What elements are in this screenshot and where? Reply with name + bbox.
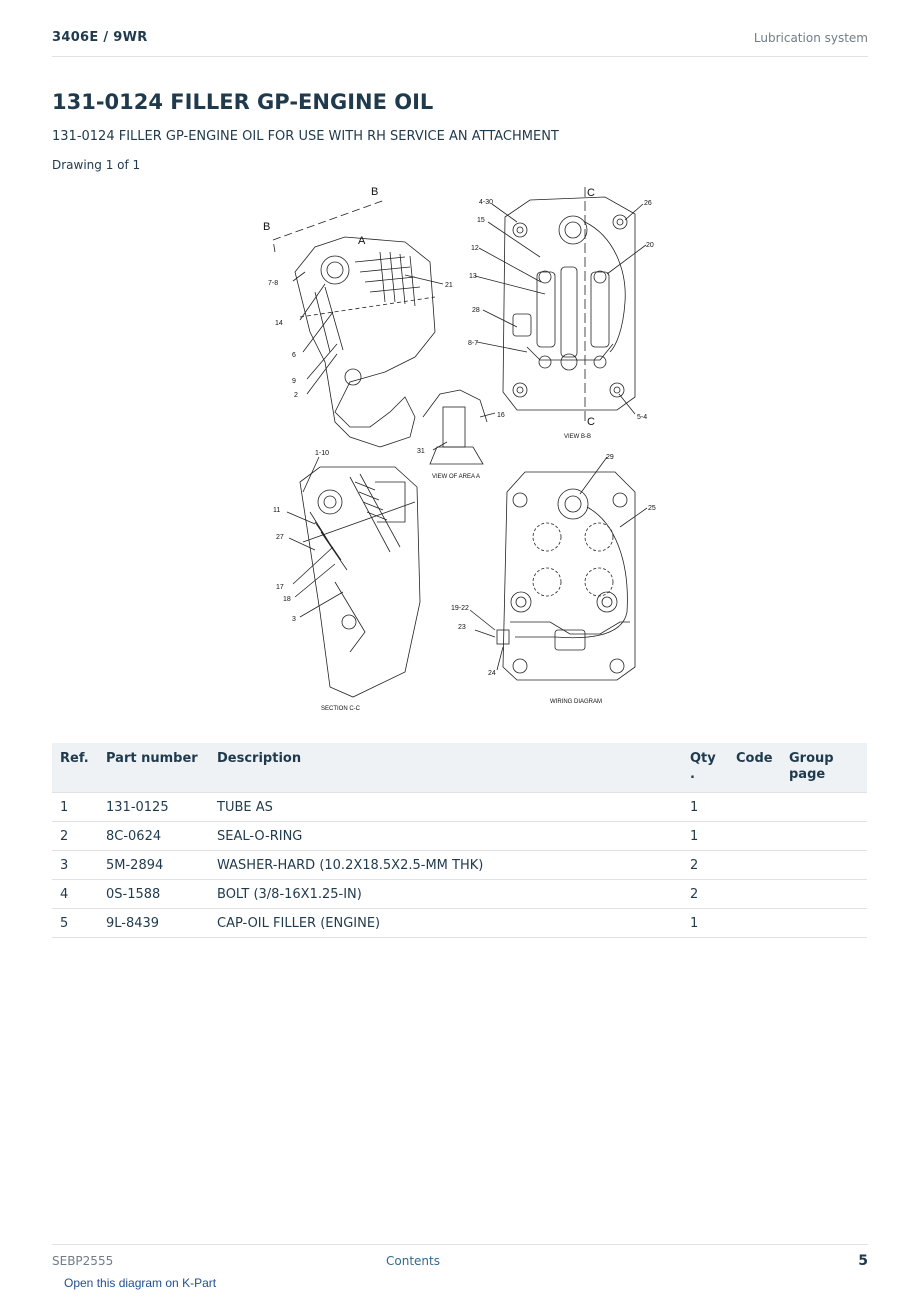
- callout-label: 27: [276, 534, 284, 541]
- callout-label: 9: [292, 378, 296, 385]
- section-label: Lubrication system: [753, 31, 868, 45]
- callout-label: 13: [469, 273, 477, 280]
- table-row: 4 0S-1588 BOLT (3/8-16X1.25-IN) 2: [52, 879, 867, 909]
- col-part-number-header: Part number: [98, 743, 209, 793]
- table-row: 3 5M-2894 WASHER-HARD (10.2X18.5X2.5-MM …: [52, 850, 867, 880]
- callout-label: 12: [471, 245, 479, 252]
- page-number: 5: [858, 1253, 868, 1269]
- callout-label: 24: [488, 670, 496, 677]
- cell-group-page: [781, 908, 867, 938]
- cell-description: CAP-OIL FILLER (ENGINE): [209, 908, 682, 938]
- table-row: 5 9L-8439 CAP-OIL FILLER (ENGINE) 1: [52, 908, 867, 938]
- callout-label: 7-8: [268, 280, 278, 287]
- contents-link[interactable]: Contents: [386, 1254, 440, 1268]
- callout-label: C: [587, 416, 595, 428]
- parts-table: Ref. Part number Description Qty. Code G…: [52, 743, 867, 938]
- page-title: 131-0124 FILLER GP-ENGINE OIL: [52, 90, 434, 114]
- section-cc-caption: SECTION C-C: [321, 706, 361, 712]
- callout-label: 31: [417, 448, 425, 455]
- cell-description: TUBE AS: [209, 792, 682, 822]
- callout-label: B: [371, 186, 378, 198]
- cell-ref: 2: [52, 821, 98, 851]
- exploded-parts-diagram: B B A 7-8 14 6 9 2 21 4-30 15 12 13 28 8…: [255, 182, 675, 717]
- callout-label: 1-10: [315, 450, 329, 457]
- kpart-link[interactable]: Open this diagram on K-Part: [64, 1276, 217, 1290]
- callout-label: 15: [477, 217, 485, 224]
- callout-label: 8-7: [468, 340, 478, 347]
- wiring-diagram-caption: WIRING DIAGRAM: [550, 699, 602, 705]
- view-bb-caption: VIEW B-B: [564, 434, 591, 440]
- cell-description: WASHER-HARD (10.2X18.5X2.5-MM THK): [209, 850, 682, 880]
- table-row: 2 8C-0624 SEAL-O-RING 1: [52, 821, 867, 851]
- cell-qty: 2: [682, 879, 728, 909]
- callout-label: B: [263, 221, 270, 233]
- drawing-count-label: Drawing 1 of 1: [52, 158, 141, 172]
- cell-group-page: [781, 850, 867, 880]
- cell-qty: 2: [682, 850, 728, 880]
- table-row: 1 131-0125 TUBE AS 1: [52, 792, 867, 822]
- callout-label: 20: [646, 242, 654, 249]
- cell-code: [728, 792, 781, 822]
- callout-label: 29: [606, 454, 614, 461]
- callout-label: 26: [644, 200, 652, 207]
- callout-label: 5-4: [637, 414, 647, 421]
- diagram-svg: B B A 7-8 14 6 9 2 21 4-30 15 12 13 28 8…: [263, 186, 656, 712]
- page-header: 3406E / 9WR Lubrication system: [52, 28, 868, 57]
- cell-part-number: 131-0125: [98, 792, 209, 822]
- cell-code: [728, 908, 781, 938]
- cell-group-page: [781, 821, 867, 851]
- callout-label: 16: [497, 412, 505, 419]
- document-number: SEBP2555: [52, 1254, 114, 1268]
- col-ref-header: Ref.: [52, 743, 98, 793]
- page-subtitle: 131-0124 FILLER GP-ENGINE OIL FOR USE WI…: [52, 129, 559, 144]
- callout-label: 21: [445, 282, 453, 289]
- cell-code: [728, 850, 781, 880]
- cell-qty: 1: [682, 821, 728, 851]
- callout-label: 18: [283, 596, 291, 603]
- cell-qty: 1: [682, 908, 728, 938]
- callout-label: 19-22: [451, 605, 469, 612]
- callout-label: 17: [276, 584, 284, 591]
- col-qty-header: Qty.: [682, 743, 728, 793]
- callout-label: 4-30: [479, 199, 493, 206]
- cell-group-page: [781, 792, 867, 822]
- cell-ref: 5: [52, 908, 98, 938]
- cell-part-number: 0S-1588: [98, 879, 209, 909]
- callout-label: C: [587, 187, 595, 199]
- callout-label: 25: [648, 505, 656, 512]
- cell-group-page: [781, 879, 867, 909]
- cell-part-number: 8C-0624: [98, 821, 209, 851]
- callout-label: A: [358, 235, 366, 247]
- callout-label: 3: [292, 616, 296, 623]
- callout-label: 6: [292, 352, 296, 359]
- model-label: 3406E / 9WR: [52, 30, 148, 45]
- table-header-row: Ref. Part number Description Qty. Code G…: [52, 743, 867, 793]
- cell-ref: 4: [52, 879, 98, 909]
- cell-part-number: 9L-8439: [98, 908, 209, 938]
- cell-qty: 1: [682, 792, 728, 822]
- page-footer: SEBP2555 Contents 5: [52, 1244, 868, 1275]
- col-code-header: Code: [728, 743, 781, 793]
- cell-code: [728, 879, 781, 909]
- callout-label: 14: [275, 320, 283, 327]
- callout-label: 28: [472, 307, 480, 314]
- cell-ref: 3: [52, 850, 98, 880]
- col-description-header: Description: [209, 743, 682, 793]
- cell-description: BOLT (3/8-16X1.25-IN): [209, 879, 682, 909]
- cell-description: SEAL-O-RING: [209, 821, 682, 851]
- cell-code: [728, 821, 781, 851]
- view-area-a-caption: VIEW OF AREA A: [432, 474, 480, 480]
- callout-label: 2: [294, 392, 298, 399]
- callout-label: 23: [458, 624, 466, 631]
- cell-part-number: 5M-2894: [98, 850, 209, 880]
- cell-ref: 1: [52, 792, 98, 822]
- callout-label: 11: [273, 507, 280, 514]
